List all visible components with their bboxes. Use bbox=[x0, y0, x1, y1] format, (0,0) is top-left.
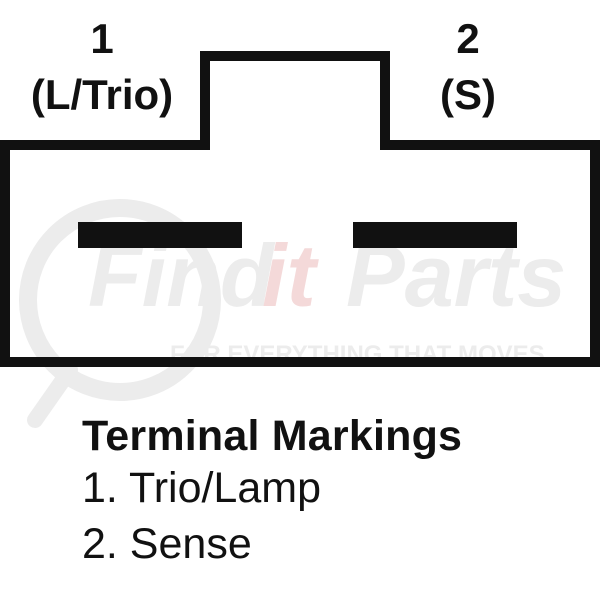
watermark: Find it Parts FOR EVERYTHING THAT MOVES bbox=[19, 199, 566, 428]
terminal-1-code: (L/Trio) bbox=[30, 71, 174, 118]
terminal-label-2: 2 (S) bbox=[408, 18, 528, 116]
watermark-brand-it: it bbox=[262, 226, 319, 325]
terminal-2-number: 2 bbox=[456, 15, 480, 62]
watermark-magnifier-ring bbox=[19, 199, 221, 401]
terminal-label-1: 1 (L/Trio) bbox=[12, 18, 192, 116]
legend-title: Terminal Markings bbox=[82, 412, 463, 460]
terminal-markings-legend: Terminal Markings 1. Trio/Lamp 2. Sense bbox=[82, 412, 592, 572]
legend-item-2: 2. Sense bbox=[82, 519, 252, 568]
terminal-1-number: 1 bbox=[90, 15, 114, 62]
watermark-magnifier-handle bbox=[27, 362, 78, 428]
terminal-blade-1 bbox=[78, 222, 242, 248]
connector-housing-outline bbox=[0, 51, 600, 367]
terminal-blade-2 bbox=[353, 222, 517, 248]
legend-item-1: 1. Trio/Lamp bbox=[82, 464, 321, 513]
terminal-2-code: (S) bbox=[440, 71, 496, 118]
